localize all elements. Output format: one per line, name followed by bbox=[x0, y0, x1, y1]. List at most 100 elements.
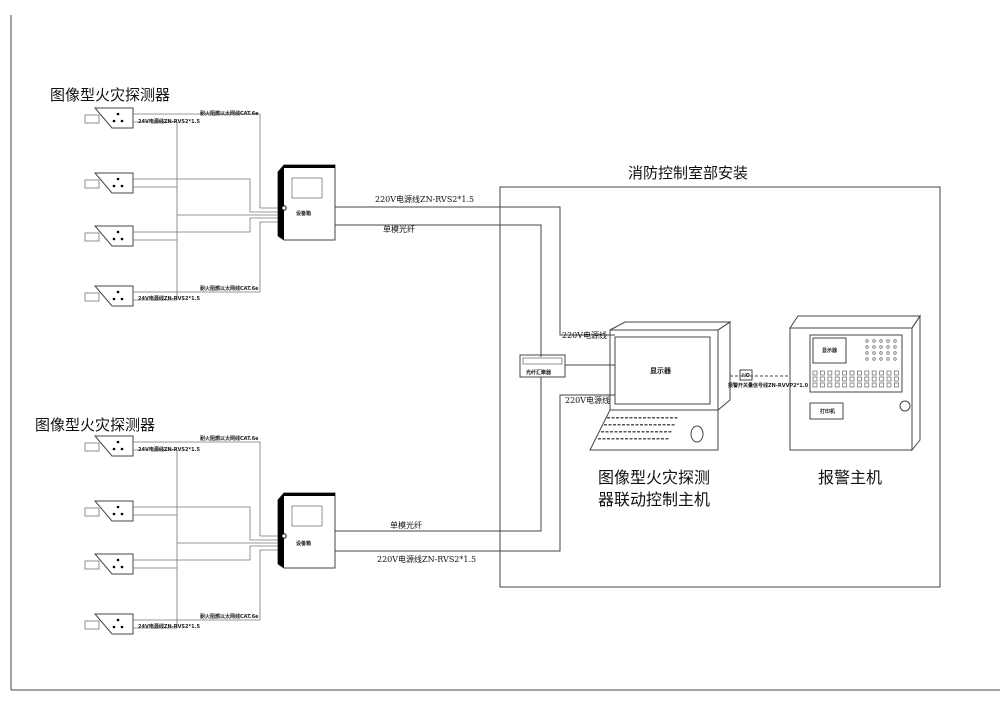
detector-body bbox=[93, 500, 134, 522]
detector-lens-dot bbox=[112, 512, 116, 516]
keyboard-key bbox=[616, 417, 619, 419]
ethernet-cable bbox=[133, 221, 278, 293]
keyboard-key bbox=[656, 438, 660, 440]
detector-lens-dot bbox=[116, 230, 120, 234]
keyboard-key bbox=[644, 424, 648, 426]
keyboard-key bbox=[659, 431, 663, 433]
keyboard-key bbox=[662, 424, 666, 426]
keyboard-key bbox=[611, 438, 615, 440]
keyboard-key bbox=[647, 438, 651, 440]
keyboard-key bbox=[613, 424, 616, 426]
image-fire-detector bbox=[84, 435, 134, 457]
detector-lens-dot bbox=[120, 625, 124, 629]
indicator-led bbox=[865, 351, 869, 355]
keyboard-key bbox=[652, 438, 655, 440]
detector-mount bbox=[84, 507, 100, 517]
alarm-button bbox=[857, 376, 862, 382]
box-panel bbox=[291, 505, 323, 527]
power-label-bottom: 220V电源线 bbox=[565, 395, 610, 405]
indicator-led bbox=[872, 351, 876, 355]
keyboard-key bbox=[664, 431, 667, 433]
keyboard-key bbox=[634, 438, 637, 440]
image-fire-detector bbox=[84, 172, 134, 194]
detector-lens-dot bbox=[116, 618, 120, 622]
indicator-leds bbox=[812, 339, 899, 388]
image-fire-detector bbox=[84, 553, 134, 575]
keyboard-key bbox=[604, 424, 607, 426]
keyboard-key bbox=[628, 431, 631, 433]
detector-body bbox=[93, 553, 134, 575]
box-shadow-edge bbox=[278, 165, 335, 240]
detector-lens-dot bbox=[112, 447, 116, 451]
power220-cable-label: 220V电源线ZN-RVS2*1.5 bbox=[377, 554, 476, 564]
keyboard-key bbox=[617, 424, 621, 426]
detector-lens-dot bbox=[120, 447, 124, 451]
detector-lens-dot bbox=[116, 440, 120, 444]
printer-label: 打印机 bbox=[820, 408, 835, 415]
keyboard-key bbox=[632, 431, 636, 433]
alarm-button bbox=[834, 376, 840, 382]
fiber-hub-label: 光纤汇聚器 bbox=[525, 369, 552, 376]
alarm-button bbox=[849, 382, 855, 388]
io-label: I/O bbox=[742, 373, 750, 379]
keyboard-key bbox=[607, 438, 610, 440]
image-fire-detector bbox=[84, 500, 134, 522]
keyboard-key bbox=[626, 424, 630, 426]
alarm-button bbox=[894, 376, 899, 382]
alarm-button bbox=[864, 370, 870, 376]
detector-body bbox=[93, 172, 134, 194]
keyboard-key bbox=[649, 424, 652, 426]
alarm-button bbox=[871, 376, 877, 382]
power-label-top: 220V电源线 bbox=[562, 330, 607, 340]
alarm-button bbox=[812, 376, 818, 382]
keyboard-key bbox=[602, 438, 606, 440]
detector-mount bbox=[84, 560, 100, 570]
indicator-led bbox=[893, 357, 897, 361]
detector-group-bottom bbox=[84, 435, 336, 635]
keyboard-key bbox=[670, 417, 673, 419]
detector-lens-dot bbox=[120, 512, 124, 516]
ethernet-cable bbox=[133, 549, 278, 621]
detector-lens-dot bbox=[112, 119, 116, 123]
alarm-button bbox=[827, 382, 833, 388]
keyboard-key bbox=[658, 424, 661, 426]
detector-lens-dot bbox=[120, 565, 124, 569]
power220-cable-label: 220V电源线ZN-RVS2*1.5 bbox=[375, 194, 474, 204]
detector-lens-dot bbox=[120, 184, 124, 188]
indicator-led bbox=[879, 339, 883, 343]
detector-mount bbox=[84, 292, 100, 302]
alarm-button bbox=[894, 370, 899, 376]
keyboard-key bbox=[643, 417, 646, 419]
keyboard-key bbox=[641, 431, 645, 433]
keyboard-key bbox=[637, 431, 640, 433]
power24-cable-label: 24V电源线ZN-RVS2*1.5 bbox=[138, 118, 201, 125]
detector-body bbox=[93, 435, 134, 457]
eth-cable-label: 耐火阻燃以太网线CAT.6e bbox=[200, 110, 259, 117]
box-terminal bbox=[281, 533, 287, 539]
keyboard-key bbox=[647, 417, 651, 419]
alarm-button bbox=[886, 382, 892, 388]
indicator-led bbox=[886, 357, 890, 361]
alarm-button bbox=[879, 382, 884, 388]
keyboard-key bbox=[614, 431, 618, 433]
keyboard-key bbox=[611, 417, 615, 419]
power24-cable-label: 24V电源线ZN-RVS2*1.5 bbox=[138, 623, 201, 630]
alarm-button bbox=[879, 376, 884, 382]
control-room-title: 消防控制室部安装 bbox=[628, 164, 748, 182]
indicator-led bbox=[872, 357, 876, 361]
box-outline bbox=[277, 164, 336, 241]
equipment-box-label: 设备箱 bbox=[296, 210, 311, 217]
alarm-host: 显示器 打印机 bbox=[789, 314, 921, 452]
ethernet-cable bbox=[133, 113, 278, 209]
indicator-led bbox=[879, 357, 883, 361]
keyboard-key bbox=[629, 417, 633, 419]
alarm-button bbox=[894, 382, 899, 388]
eth-cable-label: 耐火阻燃以太网线CAT.6e bbox=[200, 435, 259, 442]
alarm-button bbox=[886, 370, 892, 376]
keyboard-key bbox=[635, 424, 639, 426]
indicator-led bbox=[879, 345, 883, 349]
keyboard-key bbox=[671, 424, 675, 426]
detector-lens-dot bbox=[116, 177, 120, 181]
equipment-box bbox=[277, 164, 336, 241]
alarm-button bbox=[820, 382, 825, 388]
